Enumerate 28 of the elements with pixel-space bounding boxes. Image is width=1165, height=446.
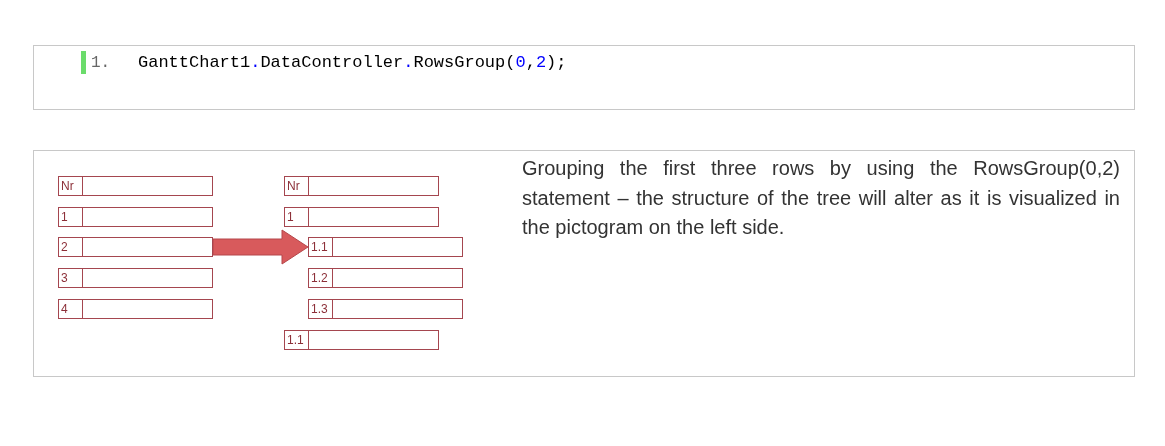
tree-row <box>308 268 463 288</box>
row-number: 1.2 <box>309 269 333 287</box>
row-number: 2 <box>59 238 83 256</box>
row-number: 1.1 <box>285 331 309 349</box>
tree-row <box>58 299 213 319</box>
description-panel <box>33 150 1135 377</box>
description-text: Grouping the first three rows by using the RowsGroup(0,2) statement – the structure of the tree will alter as it is visualized in the pictogram on the left side. <box>522 156 1120 240</box>
row-number: 3 <box>59 269 83 287</box>
row-number: 1.1 <box>309 238 333 256</box>
code-block <box>33 45 1135 110</box>
tree-row <box>284 176 439 196</box>
row-number: 1.3 <box>309 300 333 318</box>
block-arrow <box>212 229 309 265</box>
row-number: Nr <box>59 177 83 195</box>
tree-row <box>58 237 213 257</box>
tree-row <box>58 176 213 196</box>
tree-row <box>58 207 213 227</box>
tree-row <box>58 268 213 288</box>
row-number: 1 <box>285 208 309 226</box>
tree-row <box>284 207 439 227</box>
row-number: 1 <box>59 208 83 226</box>
tree-row <box>308 237 463 257</box>
line-number: 1. <box>91 53 111 74</box>
row-number: 4 <box>59 300 83 318</box>
tree-row <box>284 330 439 350</box>
code-text: GanttChart1.DataController.RowsGroup(0,2); <box>138 52 567 74</box>
tree-row <box>308 299 463 319</box>
row-number: Nr <box>285 177 309 195</box>
